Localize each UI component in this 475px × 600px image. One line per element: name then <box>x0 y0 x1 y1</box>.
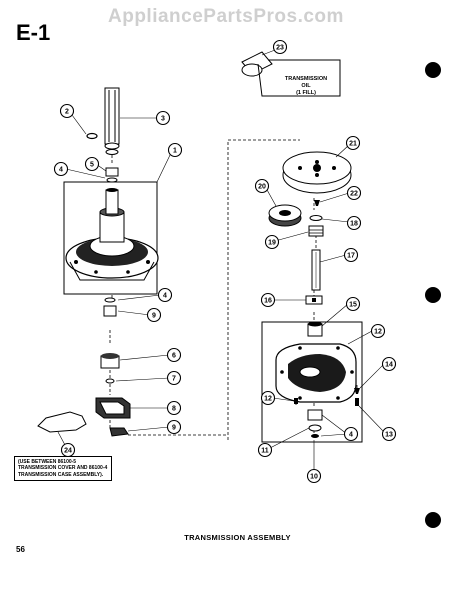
oil-label-line2: OIL <box>301 83 311 89</box>
callout-7: 7 <box>166 370 182 386</box>
binder-hole-bottom <box>425 512 441 528</box>
callout-20: 20 <box>254 178 270 194</box>
part-drive-shaft <box>311 249 321 291</box>
callout-label: 10 <box>310 474 318 481</box>
callout-6: 6 <box>166 347 182 363</box>
callout-label: 16 <box>264 298 272 305</box>
part-bushing-15 <box>307 321 323 337</box>
callout-label: 4 <box>59 167 63 174</box>
callout-label: 5 <box>90 162 94 169</box>
callout-5: 5 <box>84 156 100 172</box>
oil-label: TRANSMISSION OIL (1 FILL) <box>276 76 336 97</box>
part-screw-14 <box>354 388 360 394</box>
part-screw-12 <box>294 398 298 404</box>
callout-label: 6 <box>172 353 176 360</box>
callout-label: 1 <box>173 148 177 155</box>
callout-8: 8 <box>166 400 182 416</box>
callout-label: 4 <box>349 432 353 439</box>
callout-9: 9 <box>146 307 162 323</box>
oil-label-line1: TRANSMISSION <box>284 76 328 82</box>
callout-label: 18 <box>350 221 358 228</box>
part-pulley <box>282 151 352 194</box>
callout-label: 19 <box>268 240 276 247</box>
callout-label: 8 <box>172 406 176 413</box>
part-bushing-upper <box>105 167 119 177</box>
callout-label: 13 <box>385 432 393 439</box>
callout-12: 12 <box>370 323 386 339</box>
part-clip <box>109 427 129 437</box>
binder-hole-middle <box>425 287 441 303</box>
part-o-ring <box>86 132 98 140</box>
callout-16: 16 <box>260 292 276 308</box>
binder-hole-top <box>425 62 441 78</box>
callout-label: 12 <box>374 329 382 336</box>
callout-15: 15 <box>345 296 361 312</box>
callout-group: 1234549678924232120221819171615121412411… <box>53 39 397 484</box>
oil-label-line3: (1 FILL) <box>296 90 316 96</box>
part-pinion <box>308 225 324 237</box>
part-washer-upper <box>106 177 118 183</box>
part-screw-22 <box>314 200 320 206</box>
callout-label: 14 <box>385 362 393 369</box>
callout-label: 9 <box>152 313 156 320</box>
callout-22: 22 <box>346 185 362 201</box>
callout-17: 17 <box>343 247 359 263</box>
part-transmission-cover <box>261 321 363 443</box>
callout-11: 11 <box>257 442 273 458</box>
usage-note: (USE BETWEEN 86100-5 TRANSMISSION COVER … <box>14 456 112 482</box>
callout-13: 13 <box>381 426 397 442</box>
part-seal-11 <box>308 424 322 432</box>
callout-label: 17 <box>347 253 355 260</box>
callout-23: 23 <box>272 39 288 55</box>
part-gasket <box>37 411 87 433</box>
part-transmission-case <box>63 181 159 295</box>
callout-18: 18 <box>346 215 362 231</box>
callout-label: 4 <box>163 293 167 300</box>
callout-label: 23 <box>276 45 284 52</box>
callout-3: 3 <box>155 110 171 126</box>
part-washer-lower <box>104 297 116 303</box>
callout-label: 2 <box>65 109 69 116</box>
watermark: AppliancePartsPros.com <box>108 6 344 27</box>
callout-2: 2 <box>59 103 75 119</box>
part-gear <box>268 204 302 227</box>
callout-label: 12 <box>264 396 272 403</box>
part-nut <box>100 353 120 369</box>
callout-12: 12 <box>260 390 276 406</box>
callout-4: 4 <box>343 426 359 442</box>
callout-4: 4 <box>53 161 69 177</box>
callout-label: 3 <box>161 116 165 123</box>
diagram-title: TRANSMISSION ASSEMBLY <box>184 533 291 542</box>
callout-24: 24 <box>60 442 76 458</box>
callout-label: 11 <box>261 448 269 455</box>
section-code: E-1 <box>16 20 51 45</box>
callout-14: 14 <box>381 356 397 372</box>
callout-1: 1 <box>167 142 183 158</box>
callout-21: 21 <box>345 135 361 151</box>
callout-9: 9 <box>166 419 182 435</box>
callout-label: 15 <box>349 302 357 309</box>
part-bushing-lower <box>103 305 117 317</box>
part-bracket <box>95 397 131 419</box>
part-washer-4 <box>311 434 319 438</box>
callout-4: 4 <box>157 287 173 303</box>
callout-label: 24 <box>64 448 72 455</box>
part-washer-18 <box>309 215 323 221</box>
part-transmission-oil-can <box>241 51 341 97</box>
part-bearing-lower <box>307 409 323 421</box>
part-shaft-tube <box>104 87 120 155</box>
part-screw-13 <box>355 398 359 406</box>
callout-label: 20 <box>258 184 266 191</box>
callout-label: 21 <box>349 141 357 148</box>
part-small-ring <box>105 378 115 384</box>
callout-label: 7 <box>172 376 176 383</box>
callout-label: 9 <box>172 425 176 432</box>
page-number: 56 <box>16 545 25 554</box>
callout-10: 10 <box>306 468 322 484</box>
callout-19: 19 <box>264 234 280 250</box>
callout-label: 22 <box>350 191 358 198</box>
